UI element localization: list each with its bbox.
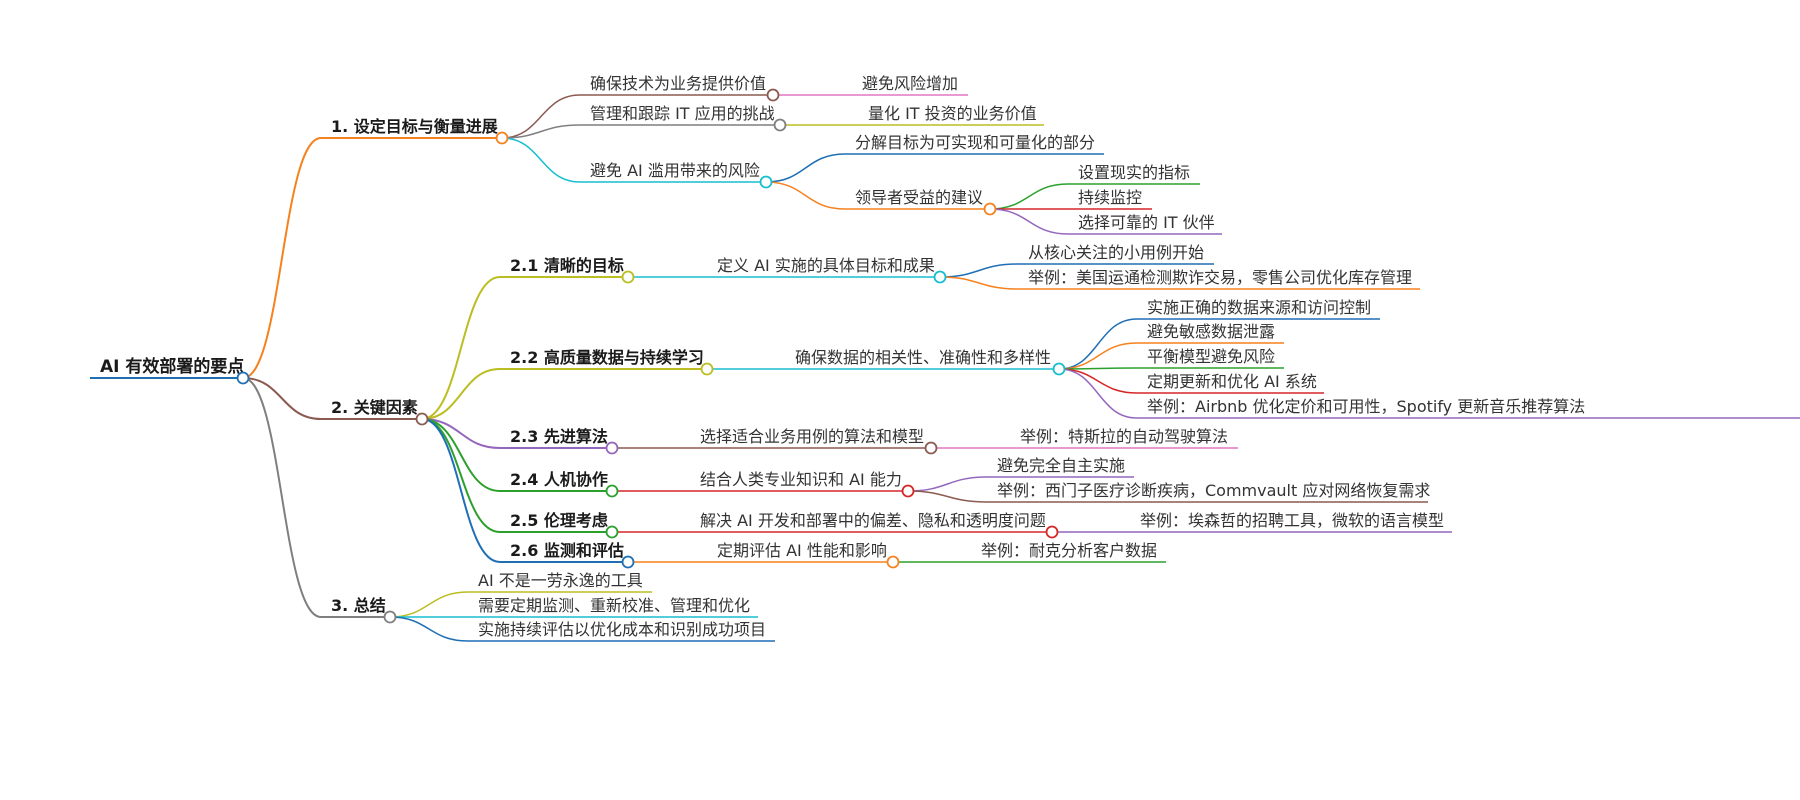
collapse-toggle-n25[interactable] bbox=[605, 525, 619, 539]
node-label-n24a[interactable]: 结合人类专业知识和 AI 能力 bbox=[700, 470, 902, 489]
node-label-n1c2[interactable]: 领导者受益的建议 bbox=[855, 188, 983, 207]
connector-n22a2 bbox=[1058, 342, 1138, 370]
node-label-n22a2[interactable]: 避免敏感数据泄露 bbox=[1147, 322, 1275, 341]
connector-n24a2 bbox=[907, 490, 988, 503]
collapse-toggle-n23a[interactable] bbox=[924, 441, 938, 455]
node-label-n22a[interactable]: 确保数据的相关性、准确性和多样性 bbox=[795, 348, 1051, 367]
connector-n2 bbox=[242, 377, 322, 420]
node-label-n26a[interactable]: 定期评估 AI 性能和影响 bbox=[717, 541, 887, 560]
connector-n22a4 bbox=[1058, 368, 1138, 394]
collapse-toggle-n25a[interactable] bbox=[1045, 525, 1059, 539]
node-label-n22[interactable]: 2.2 高质量数据与持续学习 bbox=[510, 348, 704, 367]
connector-n1c1 bbox=[765, 153, 846, 183]
connector-n1b bbox=[501, 124, 581, 139]
node-label-n1c1[interactable]: 分解目标为可实现和可量化的部分 bbox=[855, 133, 1095, 152]
node-label-n3a[interactable]: AI 不是一劳永逸的工具 bbox=[478, 571, 643, 590]
connector-n1c2a bbox=[989, 183, 1069, 210]
connector-n23 bbox=[421, 418, 501, 449]
connector-n25 bbox=[421, 418, 501, 533]
node-label-n3[interactable]: 3. 总结 bbox=[331, 596, 386, 615]
node-label-n21a1[interactable]: 从核心关注的小用例开始 bbox=[1028, 243, 1204, 262]
connector-n3 bbox=[242, 377, 322, 618]
mind-map-nodes: AI 有效部署的要点 1. 设定目标与衡量进展 确保技术为业务提供价值 避免风险增加管… bbox=[100, 74, 1585, 639]
collapse-toggle-n24[interactable] bbox=[605, 484, 619, 498]
collapse-toggle-n21a[interactable] bbox=[933, 270, 947, 284]
connector-n26 bbox=[421, 418, 501, 563]
collapse-toggle-n1c[interactable] bbox=[759, 175, 773, 189]
collapse-toggle-n24a[interactable] bbox=[901, 484, 915, 498]
node-label-n1b[interactable]: 管理和跟踪 IT 应用的挑战 bbox=[590, 104, 775, 123]
node-label-n23a[interactable]: 选择适合业务用例的算法和模型 bbox=[700, 427, 924, 446]
connector-n22a5 bbox=[1058, 368, 1138, 419]
node-label-n1a[interactable]: 确保技术为业务提供价值 bbox=[590, 74, 766, 93]
node-label-n1b1[interactable]: 量化 IT 投资的业务价值 bbox=[868, 104, 1037, 123]
node-label-n21a2[interactable]: 举例：美国运通检测欺诈交易，零售公司优化库存管理 bbox=[1028, 268, 1412, 287]
connector-n3a bbox=[389, 591, 469, 618]
collapse-toggle-n1[interactable] bbox=[495, 131, 509, 145]
connector-n22 bbox=[421, 368, 501, 420]
collapse-toggle-n1c2[interactable] bbox=[983, 202, 997, 216]
collapse-toggle-n22a[interactable] bbox=[1052, 362, 1066, 376]
connector-n21a2 bbox=[939, 276, 1019, 290]
collapse-toggle-n21[interactable] bbox=[621, 270, 635, 284]
node-label-n25a[interactable]: 解决 AI 开发和部署中的偏差、隐私和透明度问题 bbox=[700, 511, 1046, 530]
node-label-root[interactable]: AI 有效部署的要点 bbox=[100, 356, 244, 377]
node-label-n1c2a[interactable]: 设置现实的指标 bbox=[1078, 163, 1190, 182]
node-label-n1c2c[interactable]: 选择可靠的 IT 伙伴 bbox=[1078, 213, 1215, 232]
node-label-n3c[interactable]: 实施持续评估以优化成本和识别成功项目 bbox=[478, 620, 766, 639]
collapse-toggle-n3[interactable] bbox=[383, 610, 397, 624]
collapse-toggle-n26[interactable] bbox=[621, 555, 635, 569]
node-label-n1c[interactable]: 避免 AI 滥用带来的风险 bbox=[590, 161, 760, 180]
collapse-toggle-n1a[interactable] bbox=[766, 88, 780, 102]
connector-n21 bbox=[421, 276, 501, 420]
node-label-n22a1[interactable]: 实施正确的数据来源和访问控制 bbox=[1147, 298, 1371, 317]
node-label-n3b[interactable]: 需要定期监测、重新校准、管理和优化 bbox=[478, 596, 750, 615]
node-label-n24a1[interactable]: 避免完全自主实施 bbox=[997, 456, 1125, 475]
connector-n1c2c bbox=[989, 208, 1069, 235]
node-label-n22a5[interactable]: 举例：Airbnb 优化定价和可用性，Spotify 更新音乐推荐算法 bbox=[1147, 397, 1585, 416]
node-label-n2[interactable]: 2. 关键因素 bbox=[331, 398, 418, 417]
connector-n24a1 bbox=[907, 476, 988, 492]
collapse-toggle-n2[interactable] bbox=[415, 412, 429, 426]
node-label-n25a1[interactable]: 举例：埃森哲的招聘工具，微软的语言模型 bbox=[1140, 511, 1444, 530]
node-label-n1a1[interactable]: 避免风险增加 bbox=[862, 74, 958, 93]
connector-n1c2 bbox=[765, 181, 846, 210]
collapse-toggle-n1b[interactable] bbox=[773, 118, 787, 132]
connector-n21a1 bbox=[939, 263, 1019, 278]
node-label-n26[interactable]: 2.6 监测和评估 bbox=[510, 541, 624, 560]
node-label-n25[interactable]: 2.5 伦理考虑 bbox=[510, 511, 608, 530]
node-label-n22a4[interactable]: 定期更新和优化 AI 系统 bbox=[1147, 372, 1317, 391]
connector-n24 bbox=[421, 418, 501, 492]
node-label-n1c2b[interactable]: 持续监控 bbox=[1078, 188, 1142, 207]
node-label-n23a1[interactable]: 举例：特斯拉的自动驾驶算法 bbox=[1020, 427, 1228, 446]
connector-n1a bbox=[501, 94, 581, 139]
collapse-toggle-root[interactable] bbox=[236, 371, 250, 385]
node-label-n21[interactable]: 2.1 清晰的目标 bbox=[510, 256, 624, 275]
node-label-n21a[interactable]: 定义 AI 实施的具体目标和成果 bbox=[717, 256, 935, 275]
collapse-toggle-n26a[interactable] bbox=[886, 555, 900, 569]
connector-n1 bbox=[242, 137, 322, 379]
node-label-n24[interactable]: 2.4 人机协作 bbox=[510, 470, 608, 489]
connector-n1c bbox=[501, 137, 581, 183]
connector-n22a1 bbox=[1058, 318, 1138, 370]
collapse-toggle-n22[interactable] bbox=[700, 362, 714, 376]
node-label-n1[interactable]: 1. 设定目标与衡量进展 bbox=[331, 117, 499, 136]
node-label-n24a2[interactable]: 举例：西门子医疗诊断疾病，Commvault 应对网络恢复需求 bbox=[997, 481, 1430, 500]
node-label-n22a3[interactable]: 平衡模型避免风险 bbox=[1147, 347, 1275, 366]
collapse-toggle-n23[interactable] bbox=[605, 441, 619, 455]
mind-map-connectors bbox=[90, 94, 1800, 642]
node-label-n26a1[interactable]: 举例：耐克分析客户数据 bbox=[981, 541, 1157, 560]
connector-n3c bbox=[389, 616, 469, 642]
node-label-n23[interactable]: 2.3 先进算法 bbox=[510, 427, 608, 446]
